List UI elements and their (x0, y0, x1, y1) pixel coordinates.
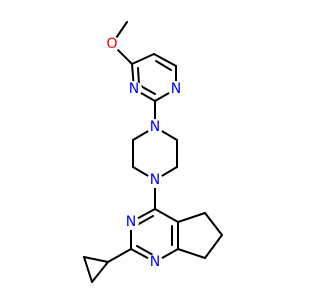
atom-n-pym-b: N (126, 81, 142, 97)
bond-cpr-2 (83, 256, 93, 283)
bond-cpr-1 (91, 261, 109, 283)
atom-layer: O N N N N N N (104, 36, 184, 270)
atom-n-core-b: N (147, 254, 163, 270)
bond-cpr-3 (83, 256, 109, 263)
atom-o-methoxy-label: O (106, 36, 117, 52)
molecule-structure: O N N N N N N (83, 21, 223, 283)
atom-n-pip-bottom-label: N (150, 172, 160, 188)
bond-layer (83, 21, 223, 283)
structure-canvas: O N N N N N N (83, 21, 223, 283)
atom-n-pym-a: N (168, 81, 184, 97)
bond-c2-n3-inner (138, 84, 156, 95)
bond-c4-c5 (131, 53, 155, 65)
bond-cp-1 (177, 212, 206, 223)
atom-n-core-b-label: N (150, 254, 160, 270)
bond-core-n3-c4-inner (136, 215, 154, 226)
atom-n-core-a: N (123, 214, 139, 230)
atom-n-pip-top: N (147, 119, 163, 135)
bond-c5-c6-inner (155, 60, 172, 71)
bond-c2-cyclopropyl (107, 248, 132, 263)
bond-cp-3 (204, 234, 223, 259)
bond-core-c4-c4a (154, 208, 179, 223)
atom-n-core-a-label: N (126, 214, 136, 230)
bond-n3-c4-inner (137, 67, 140, 85)
atom-o-methoxy: O (104, 36, 120, 52)
bond-cp-2 (204, 212, 223, 236)
bond-core-n1-c2-inner (136, 245, 154, 256)
atom-n-pip-top-label: N (150, 119, 160, 135)
atom-n-pym-a-label: N (171, 81, 181, 97)
bond-c5-c6 (153, 53, 177, 67)
bond-cp-4 (177, 248, 206, 259)
atom-n-pip-bottom: N (147, 172, 163, 188)
atom-n-pym-b-label: N (129, 81, 139, 97)
